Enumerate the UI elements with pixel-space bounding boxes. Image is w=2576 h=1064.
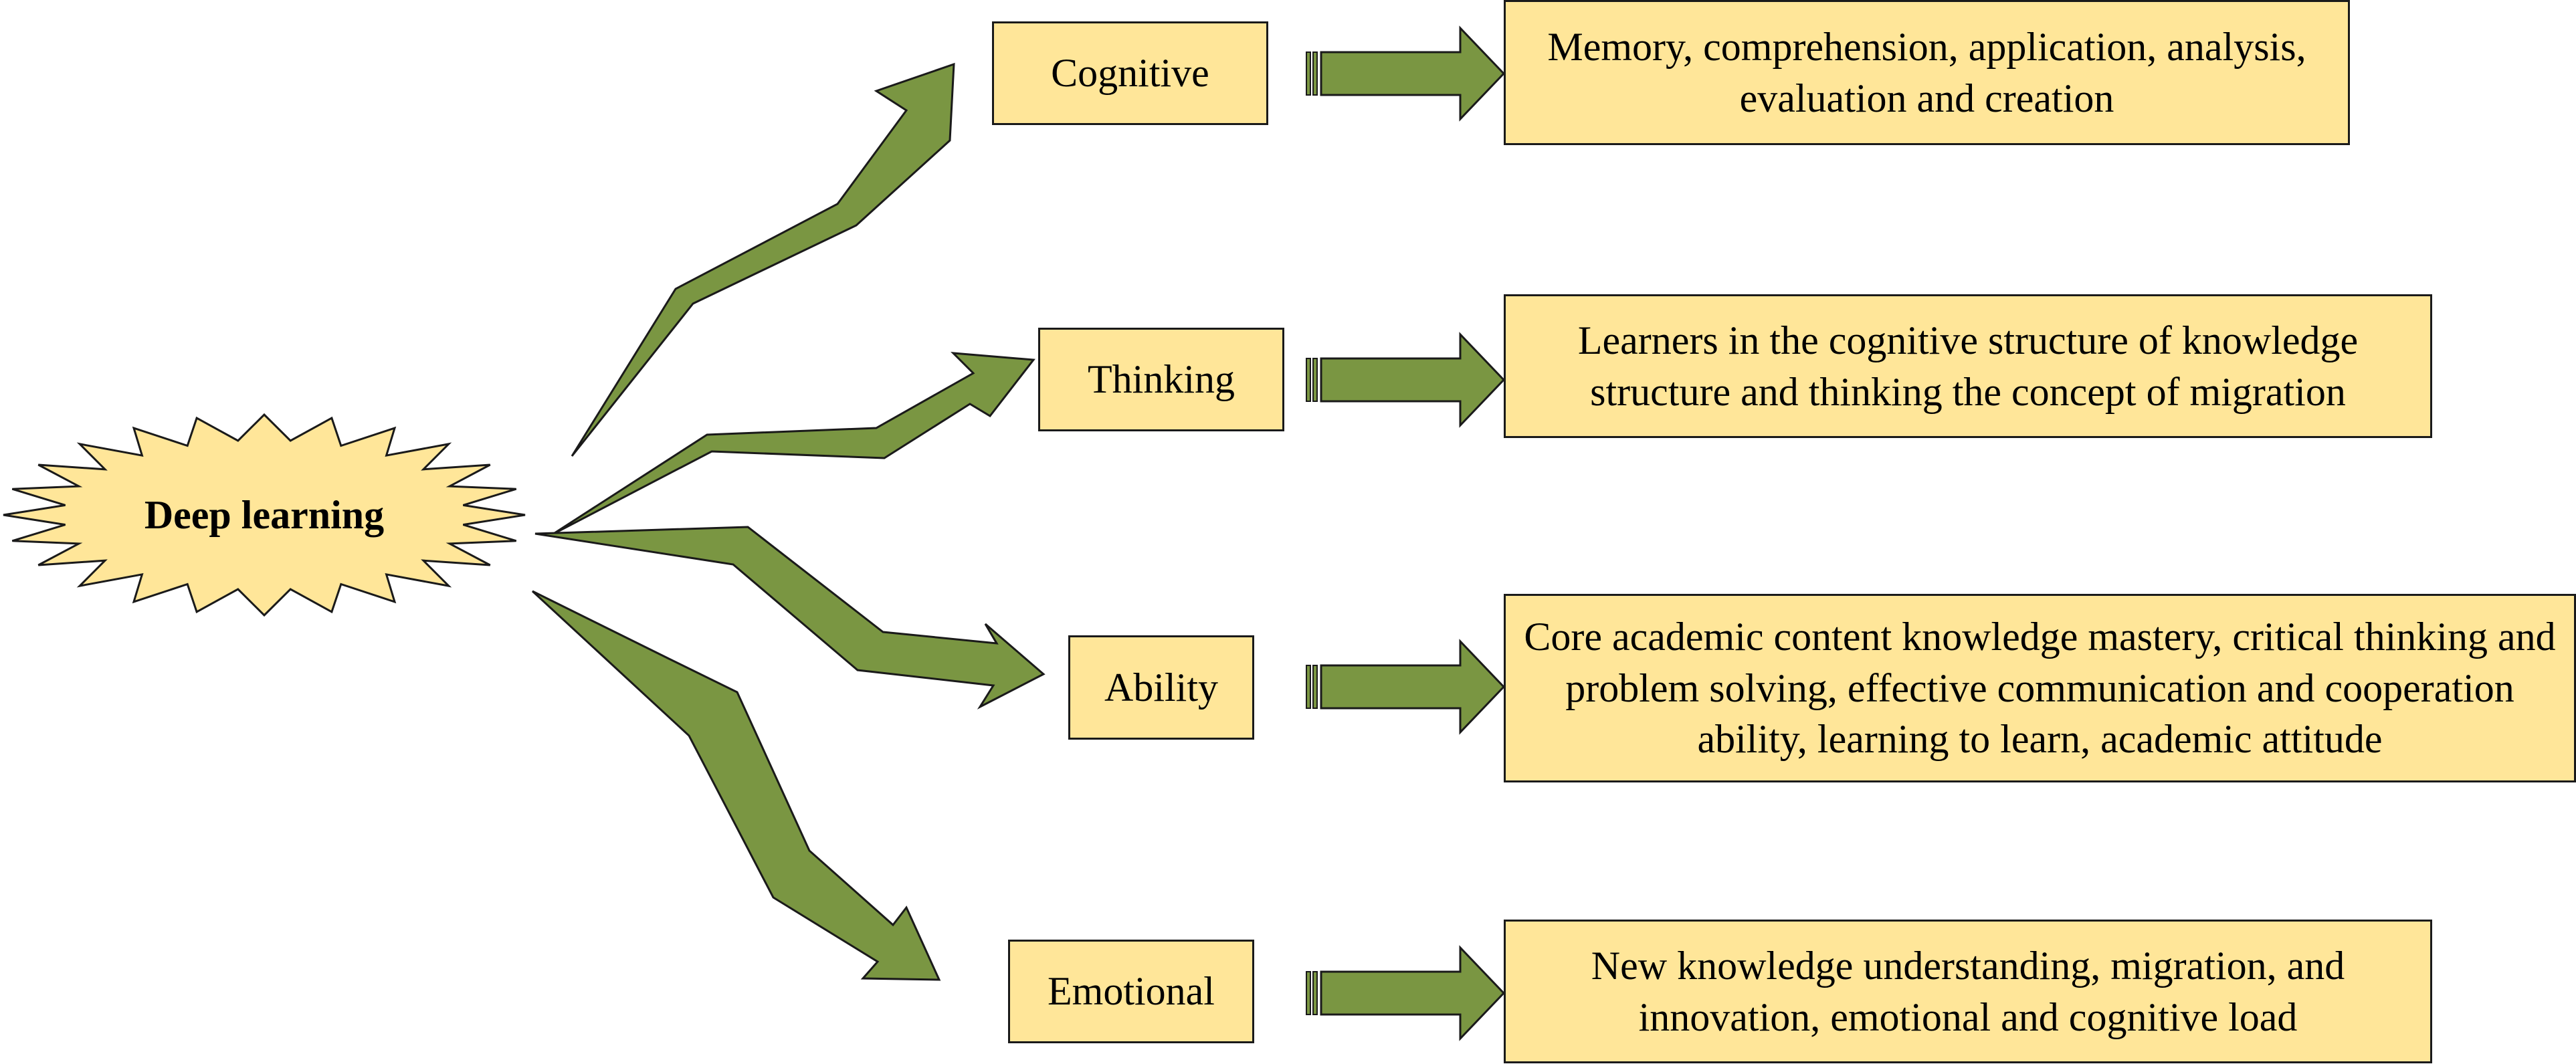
description-box-cognitive: Memory, comprehension, application, anal…	[1504, 0, 2350, 145]
description-box-thinking: Learners in the cognitive structure of k…	[1504, 294, 2432, 438]
straight-arrow-emotional	[1306, 945, 1506, 1041]
straight-arrow-ability	[1306, 639, 1506, 735]
branch-arrow-emotional	[531, 590, 941, 981]
branch-arrow-ability	[534, 526, 1046, 710]
branch-arrow-thinking	[552, 352, 1035, 536]
straight-arrow-cognitive	[1306, 25, 1506, 122]
category-box-ability: Ability	[1068, 635, 1254, 740]
description-box-emotional: New knowledge understanding, migration, …	[1504, 920, 2432, 1063]
category-box-thinking: Thinking	[1038, 328, 1284, 431]
straight-arrow-thinking	[1306, 332, 1506, 428]
deep-learning-starburst	[3, 413, 526, 617]
category-box-cognitive: Cognitive	[992, 21, 1268, 125]
description-box-ability: Core academic content knowledge mastery,…	[1504, 594, 2576, 782]
center-label: Deep learning	[144, 492, 385, 537]
category-box-emotional: Emotional	[1008, 940, 1254, 1043]
branch-arrow-cognitive	[571, 62, 955, 457]
